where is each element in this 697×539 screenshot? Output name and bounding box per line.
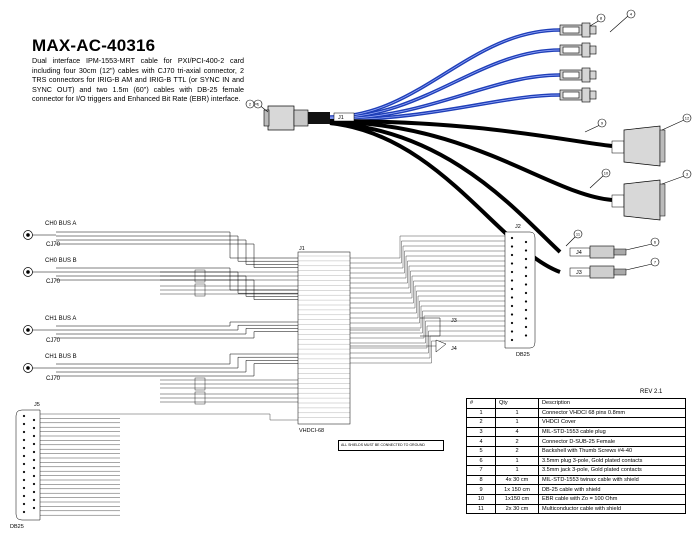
callout-3: 3 [686,172,689,177]
bus-cables [329,28,561,122]
trs-j3 [420,317,441,337]
bom-qty: 2 [495,436,539,447]
cj70-label-4: CJ70 [46,376,61,382]
bom-qty: 1x 150 cm [495,484,539,495]
wiring-schematic [15,230,536,521]
j2-top-label: J2 [515,224,521,230]
bom-description: MIL-STD-1553 cable plug [538,426,686,438]
db25-connectors [611,125,666,221]
bom-qty: 2 [495,445,539,457]
callout-9: 9 [601,121,604,126]
cj70-label-2: CJ70 [46,279,61,285]
bom-description: MIL-STD-1553 twinax cable with shield [538,474,686,486]
callout-4: 4 [630,12,633,17]
cj70-plugs [559,22,597,103]
cable-description: Dual interface IPM-1553-MRT cable for PX… [32,56,244,104]
db25-j2 [504,231,536,349]
bom-number: 8 [466,474,496,486]
bom-description: VHDCI Cover [538,417,686,428]
bom-header-description: Description [538,398,686,409]
vhdci-connector [297,251,351,425]
db25-j5 [15,409,41,521]
callout-12: 12 [685,116,690,121]
bom-header-qty: Qty [495,398,539,409]
group-ch0-bus-b: CH0 BUS B [45,258,77,264]
j5-top-label: J5 [34,402,40,408]
callout-7: 7 [654,260,657,265]
bom-qty: 1x150 cm [495,493,539,505]
cable-label-j1: J1 [338,115,344,121]
trs-connectors: J4 J3 [569,245,627,279]
bom-number: 3 [466,426,496,438]
bom-qty: 4 [495,426,539,438]
bom-description: 3.5mm jack 3-pole, Gold plated contacts [538,465,686,476]
j2-bottom-label: DB25 [516,352,530,358]
bom-qty: 4x 30 cm [495,474,539,486]
bom-qty: 1 [495,465,539,476]
bom-number: 7 [466,465,496,476]
group-ch1-bus-a: CH1 BUS A [45,316,76,322]
j5-bottom-label: DB25 [10,524,24,530]
cable-label-j3: J3 [576,270,582,276]
bom-number: 5 [466,445,496,457]
bom-number: 1 [466,407,496,419]
cj70-label-1: CJ70 [46,242,61,248]
bom-number: 9 [466,484,496,495]
bom-description: Connector VHDCI 68 pins 0.8mm [538,407,686,419]
black-cables [329,119,613,274]
bom-header-number: # [466,398,496,409]
j4-label: J4 [451,346,457,352]
callout-10: 10 [604,171,609,176]
bom-description: EBR cable with Zo = 100 Ohm [538,493,686,505]
bom-description: Backshell with Thumb Screws #4-40 [538,445,686,457]
cj70-label-3: CJ70 [46,338,61,344]
bom-number: 2 [466,417,496,428]
vhdci-pins [298,255,350,418]
vhdci-top-label: J1 [299,246,305,252]
bom-description: DB-25 cable with shield [538,484,686,495]
callout-bubbles [245,9,692,271]
page-title: MAX-AC-40316 [32,36,156,55]
wires [40,231,505,516]
bom-number: 10 [466,493,496,505]
cable-label-j4: J4 [576,250,582,256]
bom-qty: 1 [495,417,539,428]
group-ch0-bus-a: CH0 BUS A [45,221,76,227]
callout-11: 11 [576,232,581,237]
shield-note: ALL SHIELDS MUST BE CONNECTED TO GROUND [338,440,444,451]
callout-8: 8 [600,16,603,21]
bom-qty: 2x 30 cm [495,503,539,515]
bom-number: 11 [466,503,496,515]
callout-2: 2 [249,102,252,107]
bom-qty: 1 [495,407,539,419]
bom-header-row: # Qty Description [466,398,686,409]
vhdci-bottom-label: VHDCI-68 [299,428,324,434]
bom-description: Multiconductor cable with shield [538,503,686,515]
revision-label: REV 2.1 [640,389,663,395]
callout-1: 1 [257,102,260,107]
cable-assembly: J1 J4 J3 [245,9,692,279]
bom-description: 3.5mm plug 3-pole, Gold plated contacts [538,455,686,467]
callout-6: 6 [654,240,657,245]
bom-number: 6 [466,455,496,467]
bom-qty: 1 [495,455,539,467]
group-ch1-bus-b: CH1 BUS B [45,354,77,360]
bom-number: 4 [466,436,496,447]
j3-label: J3 [451,318,457,324]
bom-description: Connector D-SUB-25 Female [538,436,686,447]
